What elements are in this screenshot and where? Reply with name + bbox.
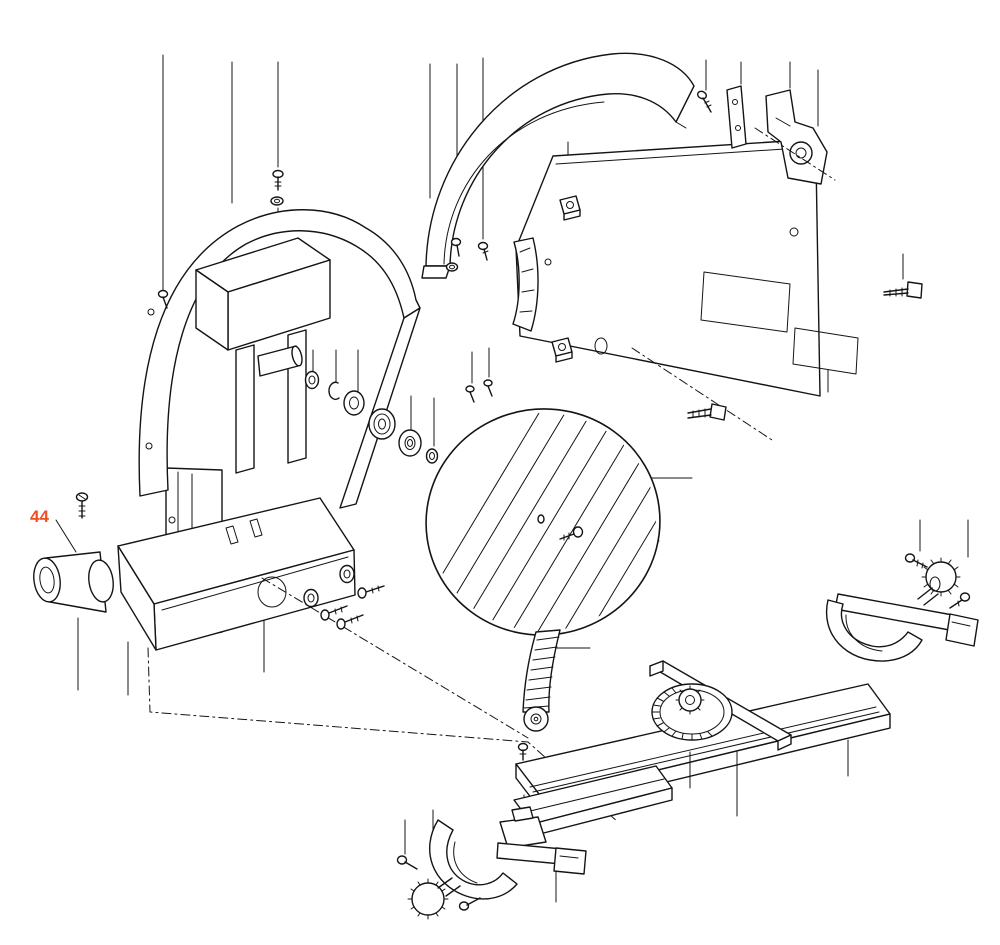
callout-44-leader [55, 519, 77, 553]
square-nut [551, 337, 573, 363]
protractor-scale [651, 687, 713, 741]
lock-knob-2 [407, 877, 461, 920]
support-arm [339, 307, 421, 509]
loose-screws-top [157, 169, 493, 403]
ball-bearing-small [343, 390, 365, 416]
screw-3 [357, 585, 385, 599]
shaft-hardware [304, 370, 439, 464]
arc-bracket [825, 599, 923, 662]
guard-screws [445, 237, 489, 272]
screw [696, 90, 712, 113]
upper-blade-guard [421, 52, 695, 279]
washer-small [425, 448, 439, 464]
lock-knob [917, 557, 961, 606]
mount-hardware [303, 564, 385, 630]
arc-bracket-2 [429, 819, 518, 900]
pulley-flange [368, 408, 396, 440]
screw-2 [157, 289, 169, 309]
screw-5 [336, 614, 364, 630]
washer-3 [339, 564, 355, 584]
miter-bar [834, 593, 979, 647]
pulley-screw [517, 742, 529, 761]
washer-4 [303, 588, 319, 608]
washer [304, 370, 320, 390]
panel-hole [594, 337, 608, 355]
miter-protractor [651, 683, 733, 741]
retaining-ring [328, 381, 340, 401]
gauge-screw-4 [458, 897, 481, 911]
miter-bar-2 [496, 842, 587, 875]
ball-bearing-large [398, 429, 422, 457]
panel-hole-small [789, 227, 799, 237]
gauge-screw-3 [396, 855, 418, 870]
screw-4 [320, 605, 348, 621]
disc-center-hole [537, 514, 545, 524]
belt-pulley [523, 706, 549, 732]
protractor-knob [675, 685, 705, 715]
disc-screw [559, 526, 584, 541]
rim-hole-2 [145, 442, 153, 450]
gauge-head [499, 806, 547, 849]
bolt-panel [687, 403, 727, 421]
mounting-plate [726, 85, 747, 149]
panel-label-plate [700, 271, 791, 333]
spec-label-plate [792, 327, 859, 375]
leader-lines-table [689, 739, 849, 817]
foot-screw [75, 492, 89, 519]
guard-mounting-hardware [696, 85, 828, 185]
drive-shaft [257, 345, 303, 377]
rim-hole [147, 308, 155, 316]
gauge-screw-2 [949, 592, 971, 609]
bolt-right [883, 281, 923, 299]
leader-lines-top [162, 54, 904, 384]
callout-44-label: 44 [30, 507, 49, 526]
hinge-bracket [512, 237, 539, 332]
machine-base [117, 497, 356, 651]
clamp-bracket [765, 89, 828, 185]
drive-belt [522, 629, 561, 713]
screw-washer-set [270, 169, 284, 206]
bar-end-block [945, 613, 979, 647]
square-nut-2 [559, 195, 581, 221]
miter-gauge-bottom [396, 806, 587, 920]
rubber-foot [33, 551, 114, 613]
miter-gauge-right [825, 553, 979, 662]
gauge-screw [904, 553, 928, 569]
screw-pair [465, 379, 493, 403]
